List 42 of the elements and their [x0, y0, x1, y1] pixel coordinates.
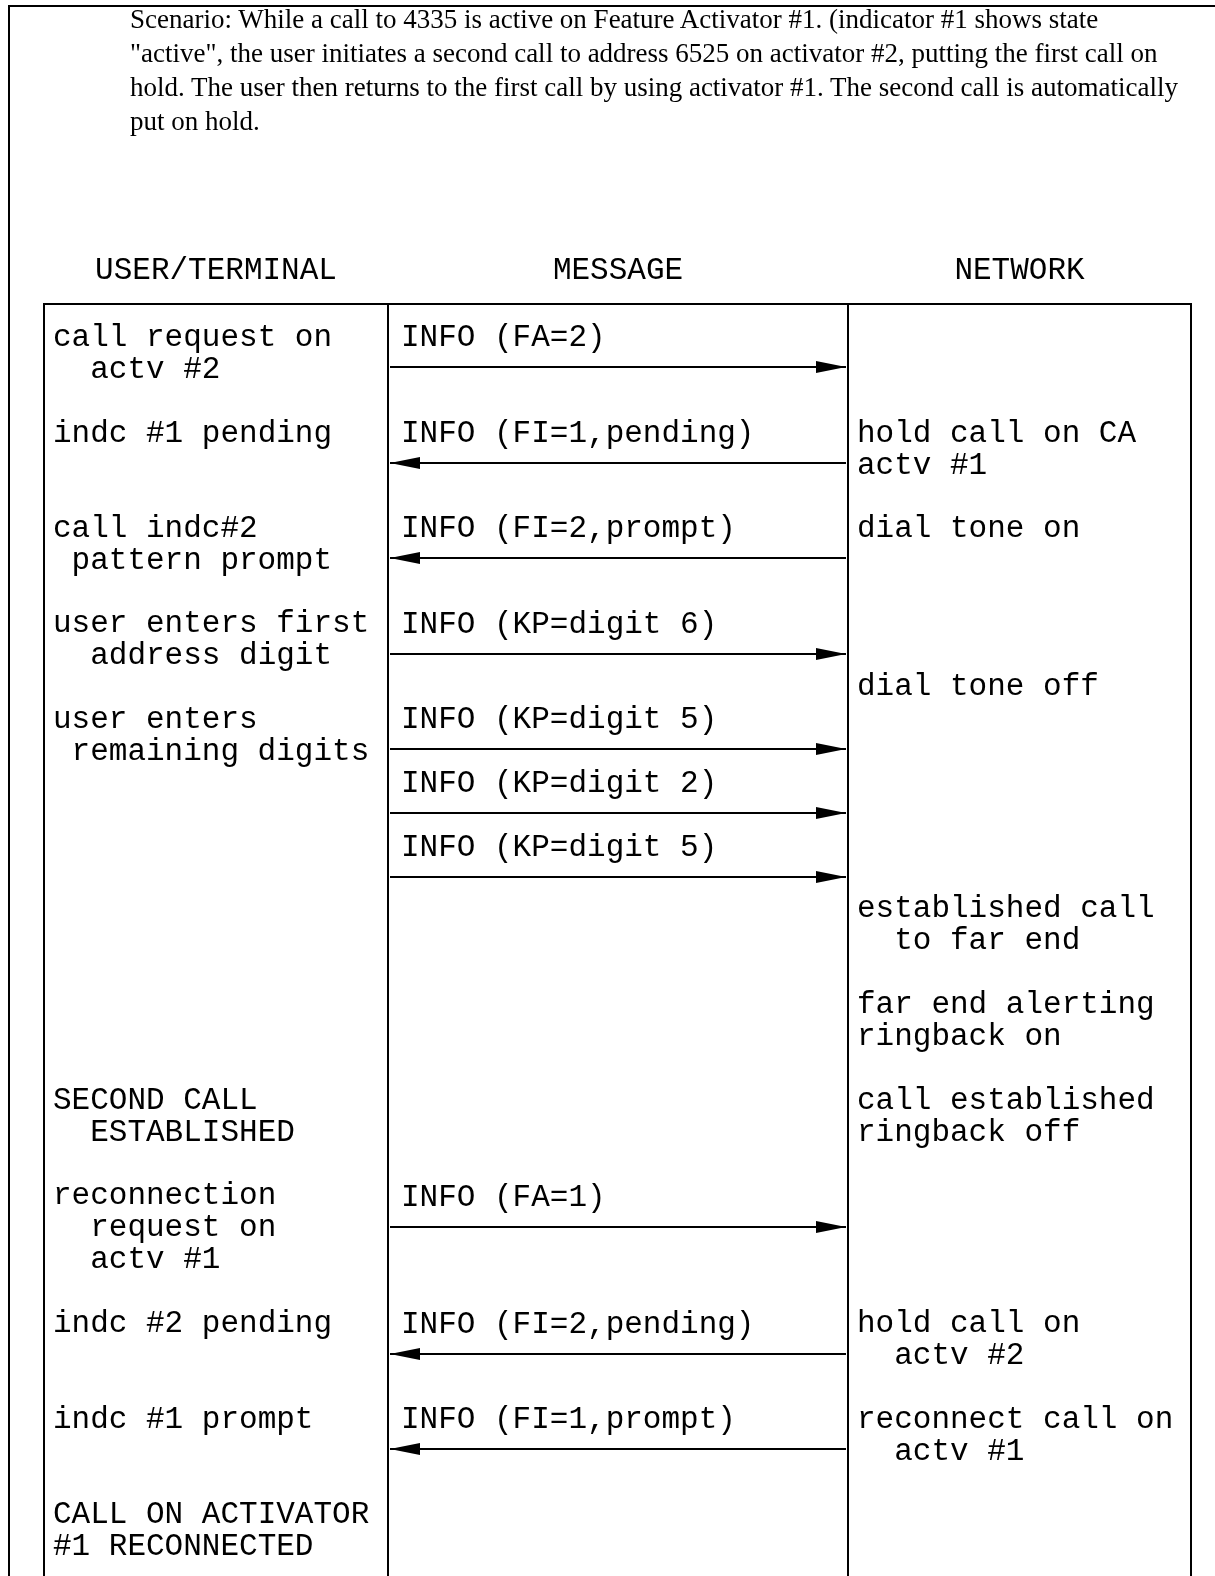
- column-heading: MESSAGE: [551, 255, 685, 287]
- arrow: [389, 457, 847, 469]
- cell-text: far end alerting ringback on: [857, 989, 1156, 1053]
- edge-label: INFO (KP=digit 5): [401, 704, 718, 736]
- cell-text: user enters remaining digits: [53, 704, 371, 768]
- cell-text: CALL ON ACTIVATOR #1 RECONNECTED: [53, 1499, 371, 1563]
- cell-text: established call to far end: [857, 893, 1156, 957]
- arrow: [389, 871, 847, 883]
- cell-text: call indc#2 pattern prompt: [53, 513, 334, 577]
- arrow: [389, 648, 847, 660]
- scenario-text: Scenario: While a call to 4335 is active on Feature Activator #1. (indicator #1 shows state "active", the user initiates a second call to address 6525 on activator #2, putting the first call on hold. The user then returns to the first call by using activator #1. The second call is automatically put on hold.: [130, 3, 1179, 138]
- edge-label: INFO (FA=1): [401, 1182, 606, 1214]
- column-heading: USER/TERMINAL: [94, 255, 338, 287]
- arrow: [389, 1443, 847, 1455]
- edge-label: INFO (FI=1,pending): [401, 418, 755, 450]
- cell-text: user enters first address digit: [53, 608, 371, 672]
- arrow: [389, 361, 847, 373]
- edge-label: INFO (FA=2): [401, 322, 606, 354]
- cell-text: indc #1 pending: [53, 418, 334, 450]
- cell-text: reconnect call on actv #1: [857, 1404, 1175, 1468]
- arrow: [389, 743, 847, 755]
- edge-label: INFO (KP=digit 5): [401, 832, 718, 864]
- cell-text: reconnection request on actv #1: [53, 1180, 278, 1276]
- arrow: [389, 552, 847, 564]
- cell-text: hold call on actv #2: [857, 1308, 1082, 1372]
- edge-label: INFO (FI=1,prompt): [401, 1404, 736, 1436]
- cell-text: dial tone off: [857, 671, 1100, 703]
- cell-text: call request on actv #2: [53, 322, 334, 386]
- cell-text: dial tone on: [857, 513, 1082, 545]
- column-heading: NETWORK: [953, 255, 1086, 287]
- cell-text: call established ringback off: [857, 1085, 1156, 1149]
- cell-text: hold call on CA actv #1: [857, 418, 1138, 482]
- arrow: [389, 1348, 847, 1360]
- edge-label: INFO (KP=digit 6): [401, 609, 718, 641]
- edge-label: INFO (KP=digit 2): [401, 768, 718, 800]
- cell-text: indc #2 pending: [53, 1308, 334, 1340]
- edge-label: INFO (FI=2,pending): [401, 1309, 755, 1341]
- arrow: [389, 1221, 847, 1233]
- cell-text: indc #1 prompt: [53, 1404, 315, 1436]
- arrow: [389, 807, 847, 819]
- cell-text: SECOND CALL ESTABLISHED: [53, 1085, 296, 1149]
- edge-label: INFO (FI=2,prompt): [401, 513, 736, 545]
